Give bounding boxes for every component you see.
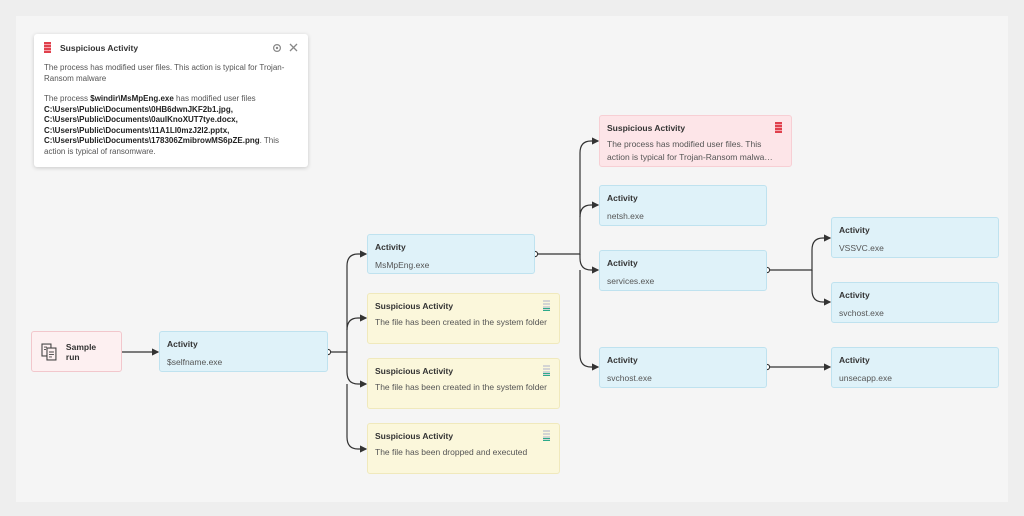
node-title: Suspicious Activity [375,301,454,311]
activity-node-services[interactable]: Activity services.exe [599,250,767,291]
activity-node-svchost-2[interactable]: Activity svchost.exe [831,282,999,323]
suspicious-node-1[interactable]: Suspicious Activity The file has been cr… [367,293,560,344]
node-title: Activity [607,355,638,365]
node-desc: svchost.exe [607,373,652,383]
edge-msmpeng-services [579,254,600,274]
popup-summary: The process has modified user files. Thi… [44,63,285,83]
node-desc: The file has been created in the system … [375,317,547,327]
popup-header: Suspicious Activity [44,42,298,53]
sample-run-node[interactable]: Sample run [31,331,122,372]
node-title: Activity [839,355,870,365]
severity-high-icon [44,42,51,53]
edge-msmpeng-svchost [579,270,600,371]
popup-process: $windir\MsMpEng.exe [90,94,174,103]
node-desc: The file has been dropped and executed [375,447,528,457]
sample-run-label: Sample run [65,341,97,362]
node-desc: The process has modified user files. Thi… [607,139,773,162]
activity-node-netsh[interactable]: Activity netsh.exe [599,185,767,226]
close-icon[interactable] [289,43,298,52]
node-title: Suspicious Activity [375,431,454,441]
node-desc: svchost.exe [839,308,884,318]
edge-services-svchost [811,270,832,306]
node-title: Activity [167,339,198,349]
node-title: Activity [375,242,406,252]
edge-selfname-msmpeng [328,250,368,353]
node-desc: unsecapp.exe [839,373,892,383]
suspicious-node-ransom[interactable]: Suspicious Activity The process has modi… [599,115,792,167]
activity-node-msmpeng[interactable]: Activity MsMpEng.exe [367,234,535,274]
edge-msmpeng-ransom [535,137,600,255]
severity-low-icon [543,430,550,441]
edge-selfname-susp1 [346,314,368,331]
popup-title: Suspicious Activity [60,42,139,53]
edge-services-vssvc [767,234,832,271]
severity-low-icon [543,300,550,311]
node-desc: netsh.exe [607,211,644,221]
severity-low-icon [543,365,550,376]
document-run-icon [41,342,57,361]
node-desc: MsMpEng.exe [375,260,430,270]
gear-icon[interactable] [272,43,282,53]
edge-msmpeng-netsh [579,201,600,218]
node-title: Activity [607,258,638,268]
node-title: Activity [607,193,638,203]
popup-detail: The process $windir\MsMpEng.exe has modi… [44,94,280,156]
severity-high-icon [775,122,782,133]
node-desc: VSSVC.exe [839,243,884,253]
node-title: Activity [839,225,870,235]
node-title: Suspicious Activity [375,366,454,376]
node-desc: The file has been created in the system … [375,382,547,392]
activity-node-unsecapp[interactable]: Activity unsecapp.exe [831,347,999,388]
node-desc: $selfname.exe [167,357,223,367]
node-title: Suspicious Activity [607,123,686,133]
edge-selfname-susp2 [346,352,368,388]
activity-node-vssvc[interactable]: Activity VSSVC.exe [831,217,999,258]
suspicious-activity-popup: Suspicious Activity The process has modi… [34,34,308,167]
suspicious-node-3[interactable]: Suspicious Activity The file has been dr… [367,423,560,474]
edge-selfname-susp3 [346,384,368,453]
activity-node-svchost[interactable]: Activity svchost.exe [599,347,767,388]
node-title: Activity [839,290,870,300]
popup-files: C:\Users\Public\Documents\0HB6dwnJKF2b1.… [44,104,260,146]
activity-node-selfname[interactable]: Activity $selfname.exe [159,331,328,372]
node-desc: services.exe [607,276,655,286]
suspicious-node-2[interactable]: Suspicious Activity The file has been cr… [367,358,560,409]
